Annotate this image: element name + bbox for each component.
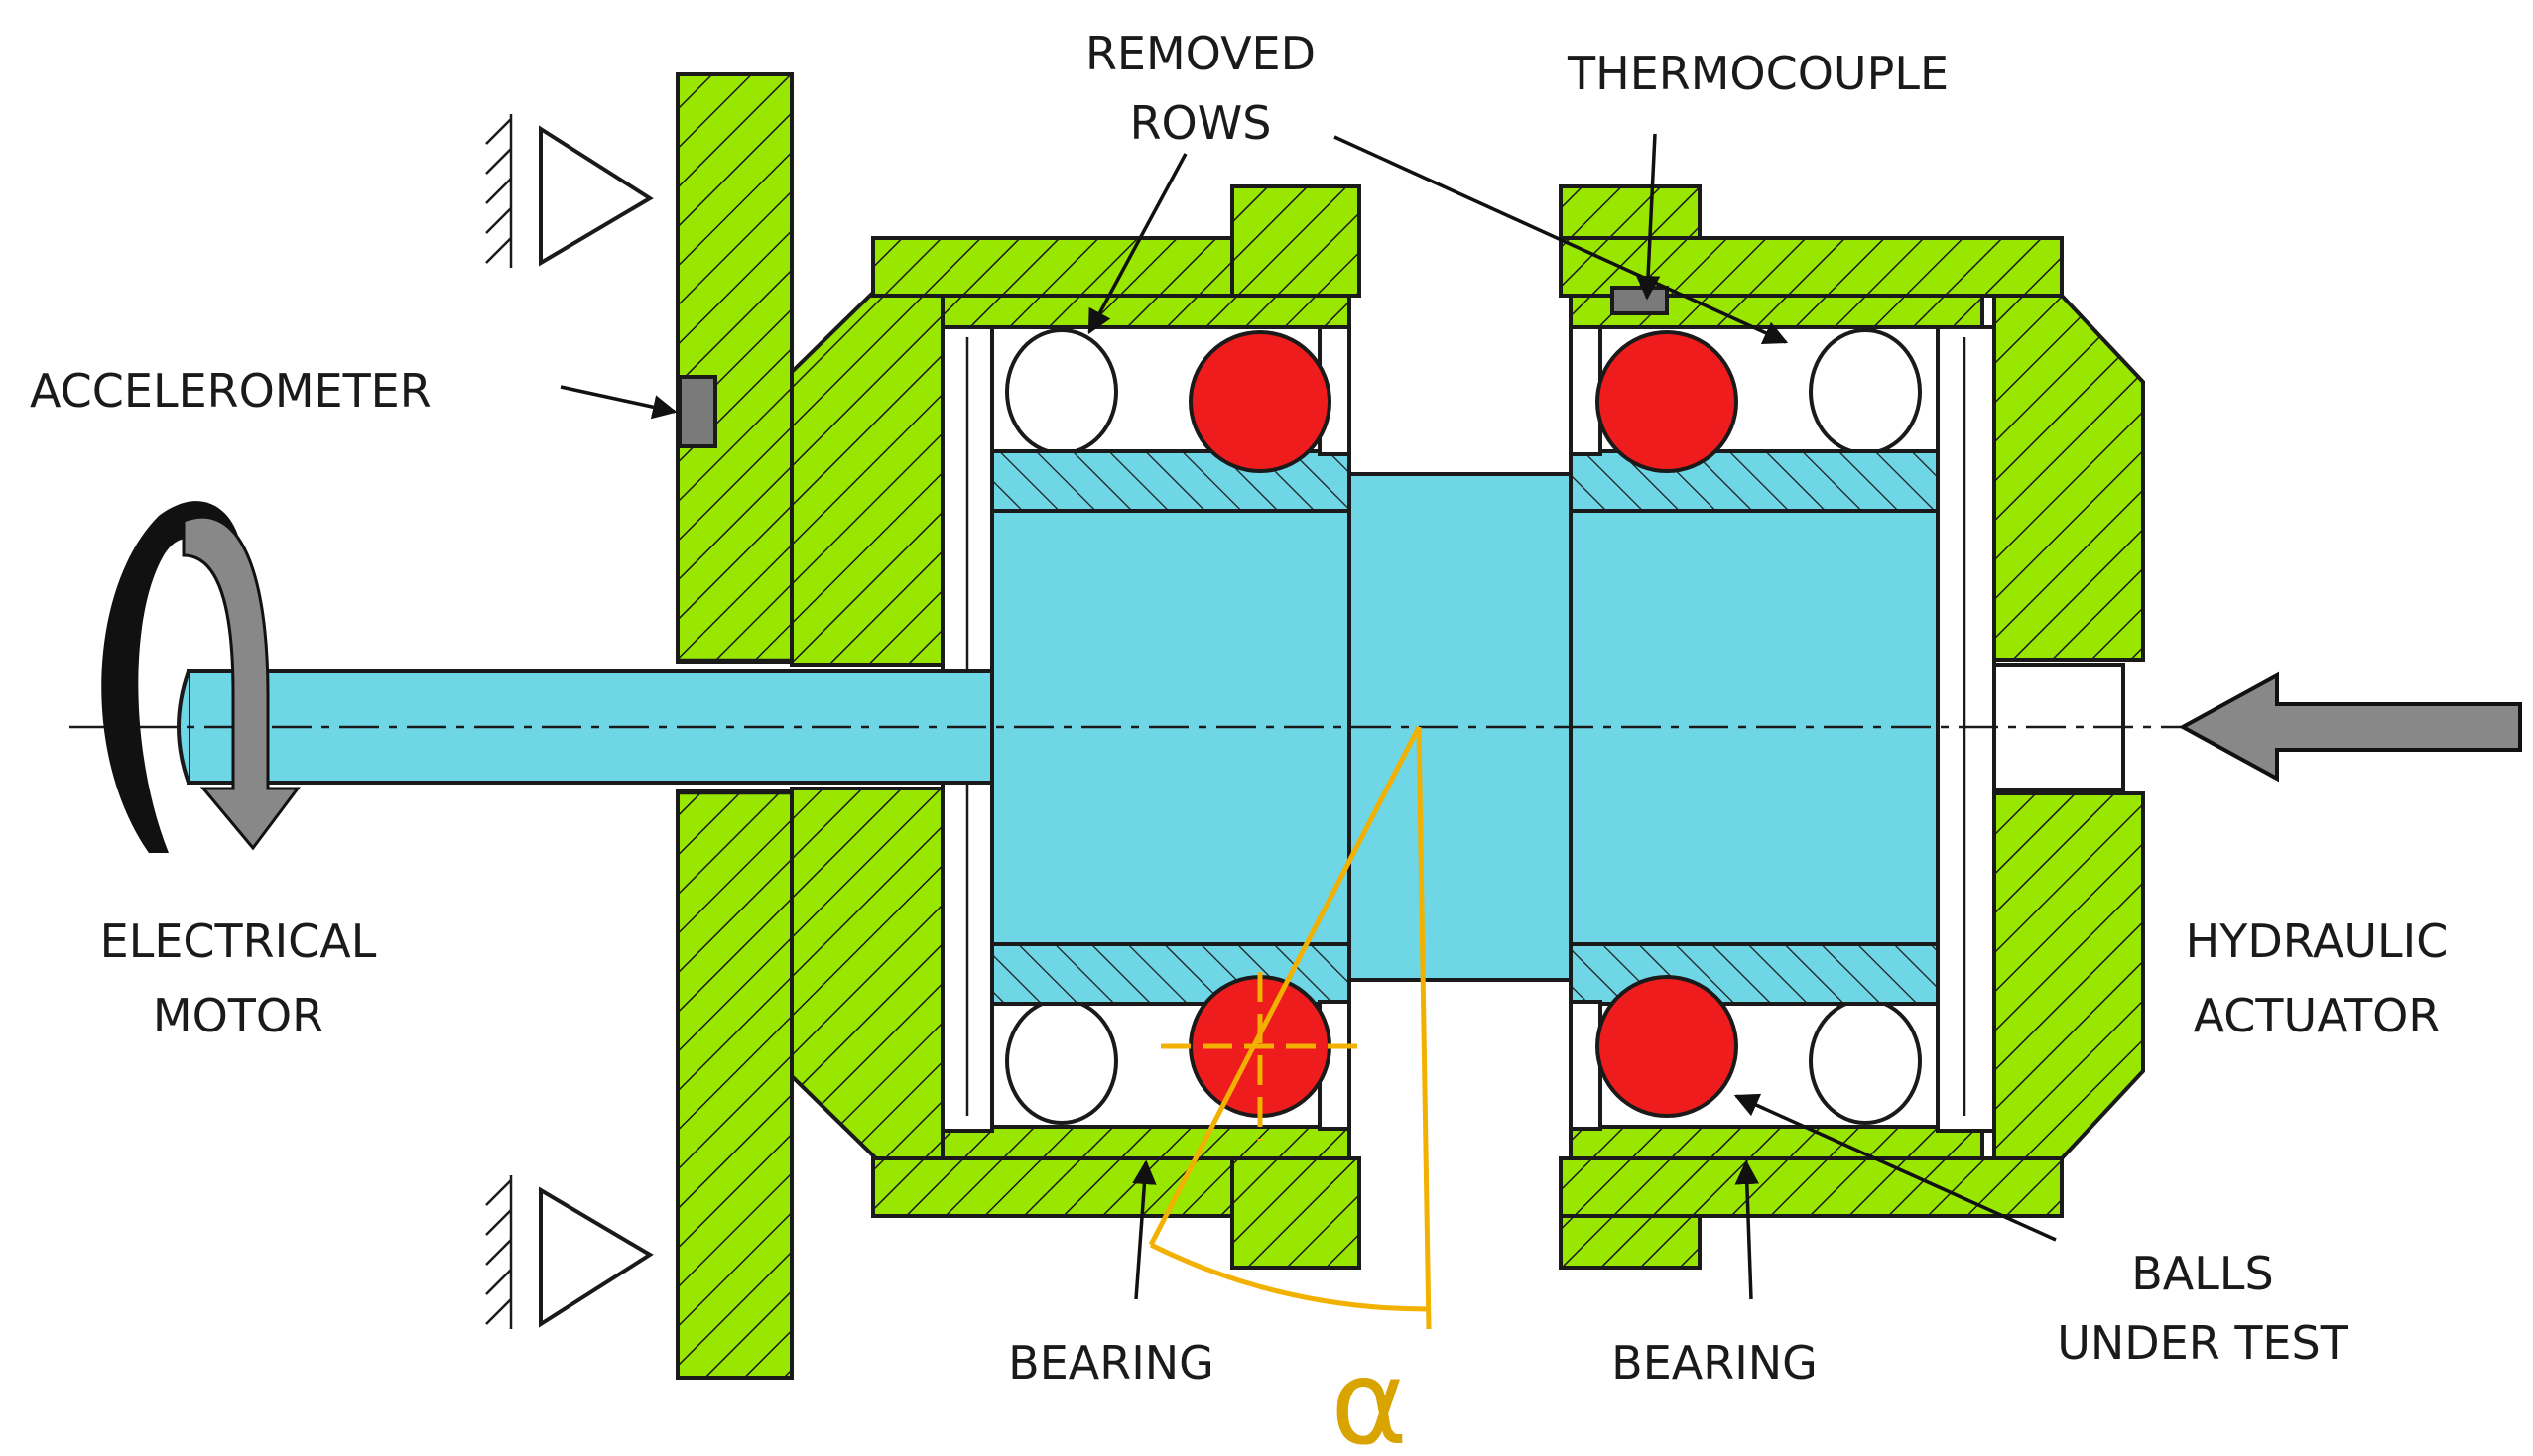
fixed-support-icon-top [485, 114, 654, 268]
label-balls-under-test-2: UNDER TEST [2057, 1316, 2349, 1370]
ball-right-top [1595, 330, 1738, 473]
accelerometer-sensor [678, 375, 717, 448]
leader-arrows [560, 133, 2057, 1300]
rotation-arrow-icon [101, 501, 301, 853]
label-removed-rows-1: REMOVED [1085, 27, 1316, 80]
shaft [69, 472, 2183, 982]
label-electrical-motor-2: MOTOR [153, 989, 323, 1042]
fixed-support-icon-bottom [485, 1175, 654, 1329]
label-bearing-right: BEARING [1611, 1336, 1818, 1390]
thermocouple-sensor [1610, 286, 1669, 315]
label-electrical-motor-1: ELECTRICAL [100, 914, 377, 968]
label-accelerometer: ACCELEROMETER [30, 364, 432, 418]
contact-angle-lines [1148, 725, 1432, 1330]
label-hydraulic-actuator-1: HYDRAULIC [2186, 914, 2449, 968]
label-bearing-left: BEARING [1008, 1336, 1214, 1390]
label-balls-under-test-1: BALLS [2131, 1247, 2273, 1300]
label-hydraulic-actuator-2: ACTUATOR [2194, 989, 2441, 1042]
left-support-plate [676, 72, 794, 1380]
label-removed-rows-2: ROWS [1130, 96, 1272, 150]
label-contact-angle: α [1330, 1334, 1408, 1456]
push-arrow-icon [2178, 671, 2522, 783]
left-housing [790, 184, 1361, 1270]
ball-left-top [1189, 330, 1331, 473]
label-thermocouple: THERMOCOUPLE [1567, 47, 1949, 100]
ball-right-bottom [1595, 975, 1738, 1118]
